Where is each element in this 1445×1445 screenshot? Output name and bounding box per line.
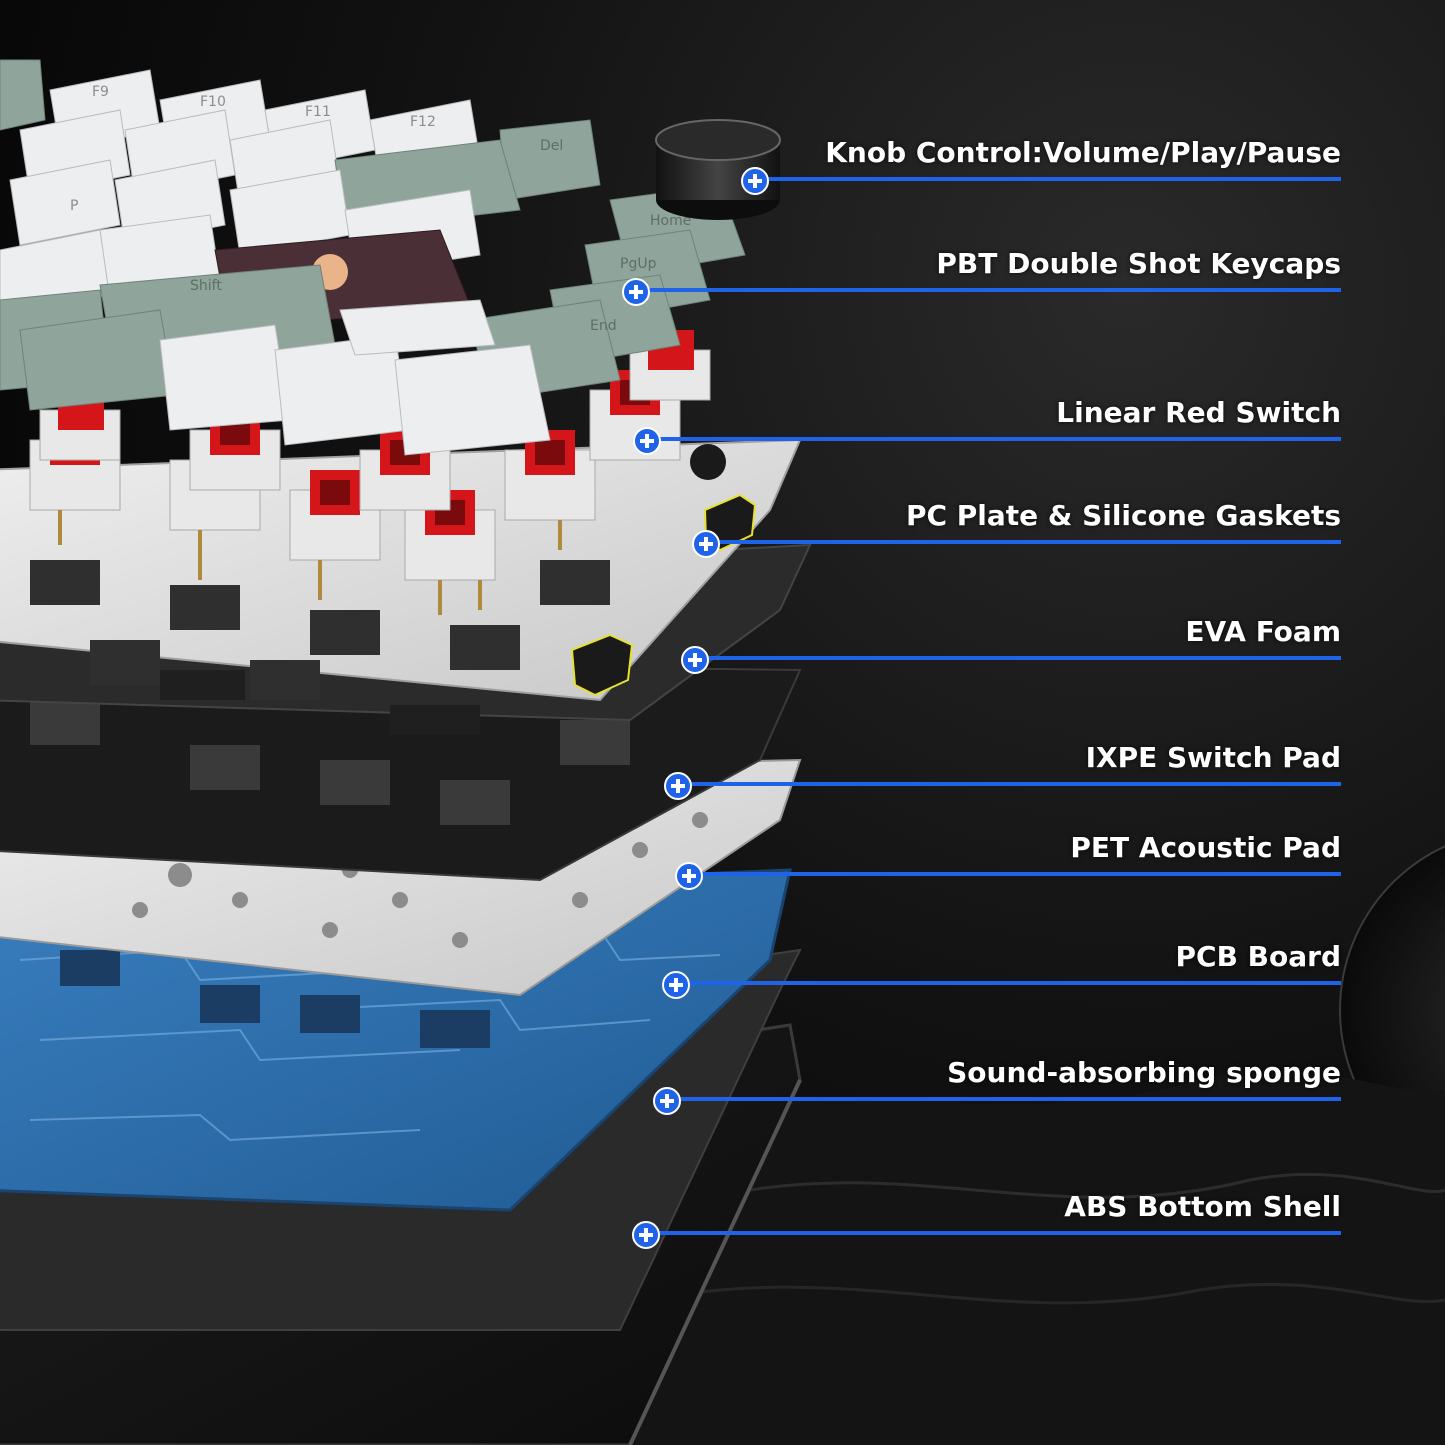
keycap-legend-f9: F9	[92, 84, 109, 100]
callout-label: Sound-absorbing sponge	[947, 1056, 1341, 1089]
keycap-legend-f11: F11	[305, 104, 331, 120]
plus-circle-icon[interactable]	[633, 427, 661, 455]
callout-label: Knob Control:Volume/Play/Pause	[825, 136, 1341, 169]
callout-line	[678, 782, 1341, 786]
callout-label: PET Acoustic Pad	[1070, 831, 1341, 864]
callout-ixpe-switch-pad: IXPE Switch Pad	[601, 728, 1341, 800]
callout-sound-absorbing-sponge: Sound-absorbing sponge	[601, 1043, 1341, 1115]
switch-row	[29, 330, 711, 581]
callout-pbt-keycaps: PBT Double Shot Keycaps	[601, 234, 1341, 306]
callout-line	[689, 872, 1341, 876]
plus-circle-icon[interactable]	[653, 1087, 681, 1115]
callout-line	[695, 656, 1341, 660]
callout-label: IXPE Switch Pad	[1085, 741, 1341, 774]
callout-line	[647, 437, 1341, 441]
callout-label: PBT Double Shot Keycaps	[936, 247, 1341, 280]
callout-line	[636, 288, 1341, 292]
pbt-keycaps: F9 F10 F11 F12 Del Home PgUp End P Shift	[0, 59, 746, 456]
callout-label: PC Plate & Silicone Gaskets	[905, 499, 1341, 532]
callout-label: ABS Bottom Shell	[1064, 1190, 1341, 1223]
callout-eva-foam: EVA Foam	[601, 602, 1341, 674]
silicone-gaskets	[570, 493, 757, 697]
plus-circle-icon[interactable]	[692, 530, 720, 558]
keycap-legend-shift: Shift	[190, 278, 222, 294]
plus-circle-icon[interactable]	[632, 1221, 660, 1249]
callout-line	[755, 177, 1341, 181]
callout-label: EVA Foam	[1185, 615, 1341, 648]
callout-line	[706, 540, 1341, 544]
callout-label: Linear Red Switch	[1056, 396, 1341, 429]
callout-pc-plate: PC Plate & Silicone Gaskets	[601, 486, 1341, 558]
plus-circle-icon[interactable]	[681, 646, 709, 674]
keycap-legend-f10: F10	[200, 94, 226, 110]
callout-pcb-board: PCB Board	[601, 927, 1341, 999]
plus-circle-icon[interactable]	[662, 971, 690, 999]
keycap-legend-p: P	[70, 198, 78, 214]
callout-knob-control: Knob Control:Volume/Play/Pause	[601, 123, 1341, 195]
linear-red-switches	[29, 330, 711, 615]
plus-circle-icon[interactable]	[664, 772, 692, 800]
callout-abs-bottom-shell: ABS Bottom Shell	[601, 1177, 1341, 1249]
keycap-legend-home: Home	[650, 213, 691, 229]
plus-circle-icon[interactable]	[622, 278, 650, 306]
callout-pet-acoustic-pad: PET Acoustic Pad	[601, 818, 1341, 890]
keycap-legend-pgup: PgUp	[620, 256, 657, 272]
keycap-legend-f12: F12	[410, 114, 436, 130]
callout-line	[667, 1097, 1341, 1101]
background-scenery	[600, 845, 1445, 1445]
keycap-legend-del: Del	[540, 138, 563, 154]
callout-line	[646, 1231, 1341, 1235]
keycap-legend-end: End	[590, 318, 617, 334]
plus-circle-icon[interactable]	[675, 862, 703, 890]
callout-linear-red-switch: Linear Red Switch	[601, 383, 1341, 455]
plus-circle-icon[interactable]	[741, 167, 769, 195]
callout-label: PCB Board	[1175, 940, 1341, 973]
callout-line	[676, 981, 1341, 985]
